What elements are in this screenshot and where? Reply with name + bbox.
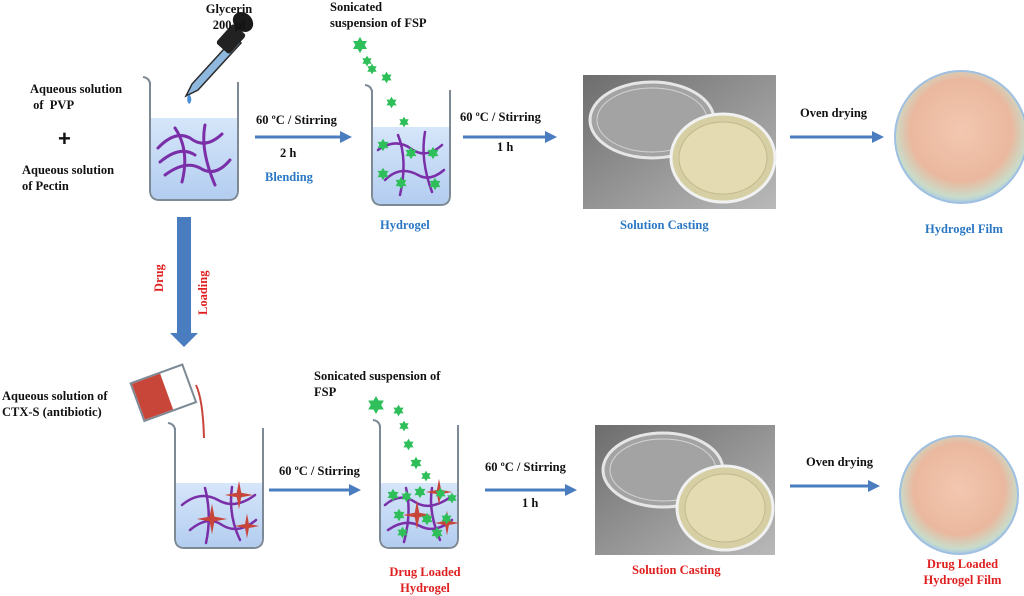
arrow-top-3 xyxy=(790,131,884,143)
oven-drying-top: Oven drying xyxy=(800,106,868,120)
arrow-bottom-3 xyxy=(790,480,880,492)
step2-condition-top: 60 ºC / Stirring xyxy=(460,110,541,124)
beaker-pvp-pectin xyxy=(142,76,239,201)
glycerin-label: Glycerin 200 µl xyxy=(205,2,253,32)
petri-dish-photo-bottom xyxy=(595,425,775,555)
blending-label: Blending xyxy=(265,170,313,184)
hydrogel-film-photo xyxy=(894,70,1024,204)
plus-icon: + xyxy=(58,126,71,151)
hydrogel-label: Hydrogel xyxy=(380,218,430,232)
drug-loaded-film-label: Drug Loaded Hydrogel Film xyxy=(923,557,1002,587)
pectin-label: Aqueous solution of Pectin xyxy=(22,163,115,193)
ctx-label: Aqueous solution of CTX-S (antibiotic) xyxy=(2,389,108,419)
solution-casting-top: Solution Casting xyxy=(620,218,709,232)
pvp-label: Aqueous solution of PVP xyxy=(30,82,123,112)
arrow-bottom-2 xyxy=(485,484,577,496)
petri-dish-photo-top xyxy=(583,75,777,209)
dropper-icon xyxy=(184,12,254,104)
step1-condition-bottom: 60 ºC / Stirring xyxy=(279,464,360,478)
beaker-drug-mix xyxy=(167,422,264,549)
drug-loaded-film-photo xyxy=(899,435,1019,555)
drug-label: Drug xyxy=(152,264,166,292)
step2-time-bottom: 1 h xyxy=(522,496,539,510)
solution-casting-bottom: Solution Casting xyxy=(632,563,721,577)
arrow-bottom-1 xyxy=(269,484,361,496)
arrow-top-1 xyxy=(255,131,352,143)
drug-loaded-hydrogel-label: Drug Loaded Hydrogel xyxy=(389,565,461,595)
step2-time-top: 1 h xyxy=(497,140,514,154)
step1-condition-top: 60 ºC / Stirring xyxy=(256,113,337,127)
loading-label: Loading xyxy=(196,270,210,315)
sonicated-fsp-label-top: Sonicated suspension of FSP xyxy=(330,0,427,30)
sonicated-fsp-label-bottom: Sonicated suspension of FSP xyxy=(314,369,441,399)
arrow-drug-loading xyxy=(170,217,198,347)
oven-drying-bottom: Oven drying xyxy=(806,455,874,469)
arrow-top-2 xyxy=(463,131,557,143)
pouring-beaker-ctx xyxy=(129,363,205,439)
beaker-drug-hydrogel xyxy=(368,396,460,549)
hydrogel-film-label: Hydrogel Film xyxy=(925,222,1003,236)
step1-time-top: 2 h xyxy=(280,146,297,160)
beaker-hydrogel xyxy=(352,36,451,206)
step2-condition-bottom: 60 ºC / Stirring xyxy=(485,460,566,474)
